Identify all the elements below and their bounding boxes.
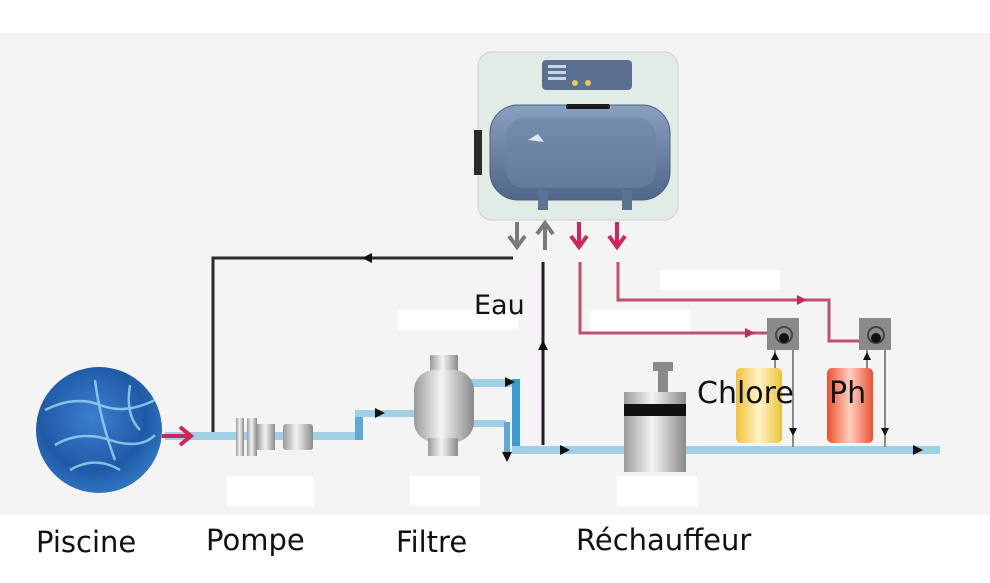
arrow-right-pink-icon (162, 425, 195, 447)
blank-label-box (660, 270, 780, 290)
rechauffeur-label: Réchauffeur (576, 523, 752, 557)
heater-icon[interactable] (624, 362, 686, 472)
blank-label-box (590, 310, 690, 332)
panel-line (548, 71, 566, 74)
arrow-down-pink-icon (607, 222, 627, 251)
chlore-dosing-pump-icon[interactable] (767, 318, 799, 350)
ph-dosing-line (616, 262, 868, 343)
controller-cover-inner (506, 118, 656, 188)
controller-port (538, 190, 548, 210)
filtre-label: Filtre (396, 525, 468, 559)
panel-led (585, 80, 591, 86)
pool-icon[interactable] (36, 367, 162, 493)
blank-label-box (398, 310, 518, 330)
chlore-label: Chlore (697, 376, 794, 411)
filter-icon[interactable] (414, 355, 474, 456)
arrow-up-grey-icon (535, 219, 555, 250)
ph-tank-icon[interactable] (827, 368, 873, 443)
blank-label-box (617, 476, 697, 506)
flow-arrow-icon (502, 452, 512, 462)
blank-label-box (410, 476, 480, 506)
flow-arrow-icon (375, 408, 385, 418)
flow-arrow-icon (505, 377, 515, 387)
pump-icon[interactable] (236, 418, 313, 456)
controller-logo (528, 134, 544, 142)
panel-line (548, 77, 566, 80)
ph-label: Ph (829, 376, 867, 411)
flow-arrow-icon (863, 352, 871, 360)
arrow-down-pink-icon (569, 222, 589, 251)
flow-arrow-icon (913, 445, 923, 455)
piscine-label: Piscine (36, 525, 137, 559)
flow-arrow-icon (560, 445, 570, 455)
arrow-down-grey-icon (507, 222, 527, 251)
ph-dosing-pump-icon[interactable] (859, 318, 891, 350)
chlore-dosing-line (578, 262, 773, 335)
controller-handle (566, 104, 610, 109)
controller-device[interactable] (474, 51, 679, 221)
chlore-tank-icon[interactable] (736, 368, 782, 443)
flow-arrow-icon (745, 328, 755, 338)
pompe-label: Pompe (206, 523, 305, 557)
flow-arrow-icon (881, 428, 889, 436)
flow-arrow-icon (538, 340, 548, 350)
panel-led (572, 80, 578, 86)
flow-arrow-icon (771, 352, 779, 360)
eau-label: Eau (474, 290, 525, 321)
controller-side-clip (474, 130, 482, 175)
blank-label-box (227, 476, 313, 506)
flow-arrow-icon (797, 295, 807, 305)
flow-arrow-icon (362, 253, 372, 263)
controller-port (622, 190, 632, 210)
panel-line (548, 65, 566, 68)
flow-arrow-icon (789, 428, 797, 436)
return-line (211, 256, 513, 435)
